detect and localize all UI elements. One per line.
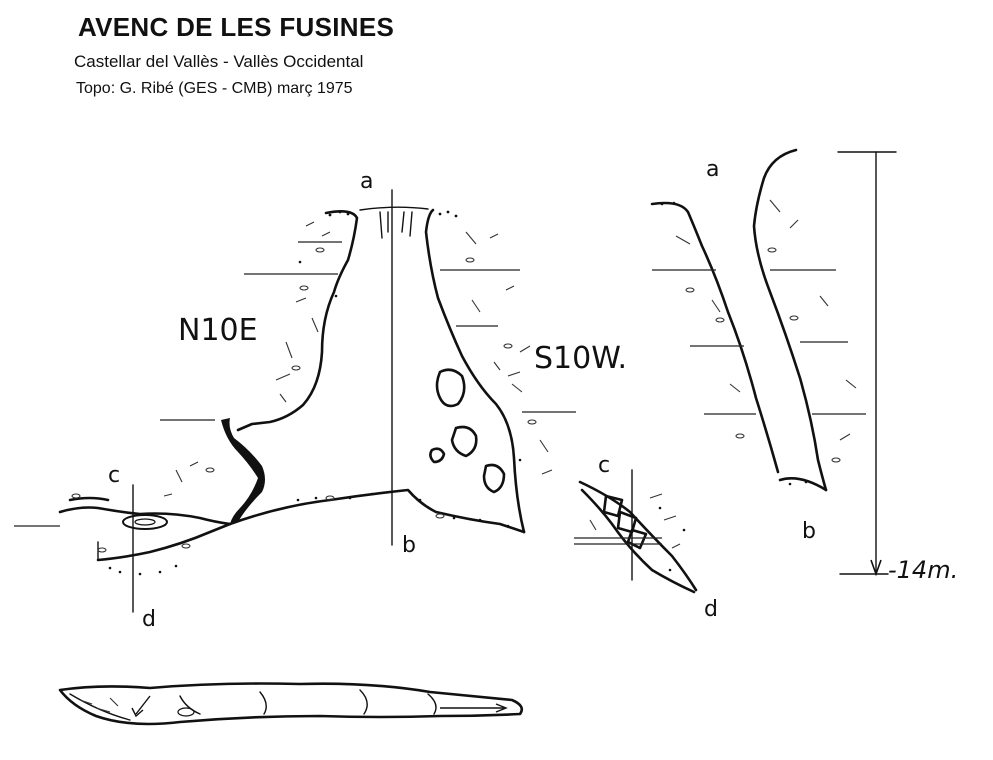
- section-ab-left-wall: [650, 201, 780, 474]
- plan-block: [177, 707, 195, 717]
- shaft-right-wall: [424, 208, 526, 534]
- section-ab-floor: [778, 477, 828, 492]
- pebble-marks: [71, 247, 537, 553]
- plan-view: [58, 682, 524, 726]
- section-cd-wall-lower: [580, 488, 696, 594]
- bedding-lines: [14, 241, 576, 527]
- shaft-left-wall: [236, 210, 359, 432]
- gallery-upper: [68, 496, 110, 502]
- section-cd: c d: [574, 453, 718, 622]
- sediment-band: [221, 418, 265, 524]
- orientation-n10e: N10E: [178, 313, 258, 348]
- label-a-section: a: [706, 157, 719, 182]
- rock-hatching: [163, 221, 553, 497]
- shaft-entrance: [359, 206, 429, 211]
- section-cd-wall-upper: [578, 480, 698, 592]
- cd-block-1: [602, 494, 624, 518]
- entrance-lines: [379, 211, 413, 239]
- block-4: [482, 463, 506, 494]
- survey-credit: Topo: G. Ribé (GES - CMB) març 1975: [76, 80, 353, 97]
- label-b-section: b: [802, 519, 816, 544]
- plan-contours: [179, 689, 437, 715]
- cd-block-3: [626, 528, 648, 550]
- depth-scale: -14m.: [837, 151, 958, 584]
- gallery-floor: [96, 522, 232, 562]
- gallery-ceiling: [58, 506, 232, 526]
- plan-outline: [58, 682, 524, 726]
- survey-location: Castellar del Vallès - Vallès Occidental: [74, 52, 364, 71]
- orientation-s10w: S10W.: [534, 341, 627, 376]
- cave-floor: [228, 488, 526, 534]
- section-ab-right-wall: [752, 148, 828, 492]
- main-profile: a b c d N10E S10W.: [14, 169, 627, 632]
- block-2: [450, 425, 478, 458]
- survey-title: AVENC DE LES FUSINES: [78, 12, 395, 42]
- label-c-main: c: [108, 463, 120, 488]
- label-d-main: d: [142, 607, 156, 632]
- plan-arrow-1: [135, 695, 151, 715]
- block-1: [435, 368, 466, 408]
- section-ab-bedding: [652, 269, 866, 415]
- label-c-section: c: [598, 453, 610, 478]
- label-d-section: d: [704, 597, 718, 622]
- block-3: [429, 447, 446, 464]
- boulder-core: [134, 518, 156, 526]
- depth-label: -14m.: [888, 556, 958, 584]
- label-b-main: b: [402, 533, 416, 558]
- rock-stipple: [108, 210, 522, 576]
- label-a-main: a: [360, 169, 373, 194]
- gallery-boulder: [122, 514, 168, 530]
- section-ab: a b: [650, 148, 866, 544]
